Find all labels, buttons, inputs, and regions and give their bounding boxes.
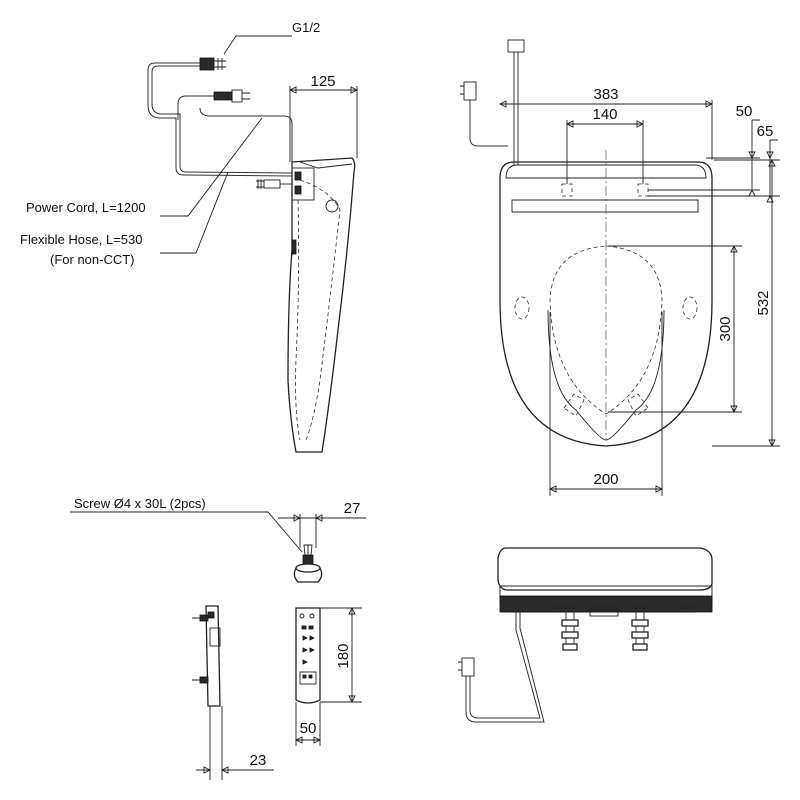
- label-screw: Screw Ø4 x 30L (2pcs): [74, 496, 206, 511]
- top-view: 383 140 50 65 532 300 200: [460, 39, 780, 496]
- rear-view: [458, 547, 713, 723]
- dim-rear-offset-a: 50: [736, 103, 753, 120]
- dim-hole-spacing: 140: [592, 106, 617, 123]
- dim-remote-width: 50: [300, 720, 317, 737]
- side-view: 125 G1/2 Power Cord, L=1200 Flexible Hos…: [20, 20, 359, 453]
- dim-screw-head: 27: [344, 500, 361, 517]
- remote-side-view: 23: [192, 605, 274, 780]
- dim-remote-depth: 23: [250, 752, 267, 769]
- water-inlet-fittings: [561, 612, 649, 651]
- label-flexible-hose: Flexible Hose, L=530: [20, 232, 143, 247]
- dim-remote-height: 180: [335, 643, 352, 668]
- dim-overall-length: 532: [755, 290, 772, 315]
- label-for-non-cct: (For non-CCT): [50, 252, 135, 267]
- dim-side-depth: 125: [310, 73, 335, 90]
- dim-bowl-length: 300: [717, 316, 734, 341]
- dim-overall-width: 383: [593, 86, 618, 103]
- label-power-cord: Power Cord, L=1200: [26, 200, 146, 215]
- remote-buttons: [299, 613, 317, 685]
- dim-rear-offset-b: 65: [757, 123, 774, 140]
- remote-front-view: 180 50: [294, 606, 362, 746]
- screw-detail: Screw Ø4 x 30L (2pcs) 27: [70, 496, 366, 583]
- label-g-thread: G1/2: [292, 20, 320, 35]
- dim-bowl-width: 200: [593, 471, 618, 488]
